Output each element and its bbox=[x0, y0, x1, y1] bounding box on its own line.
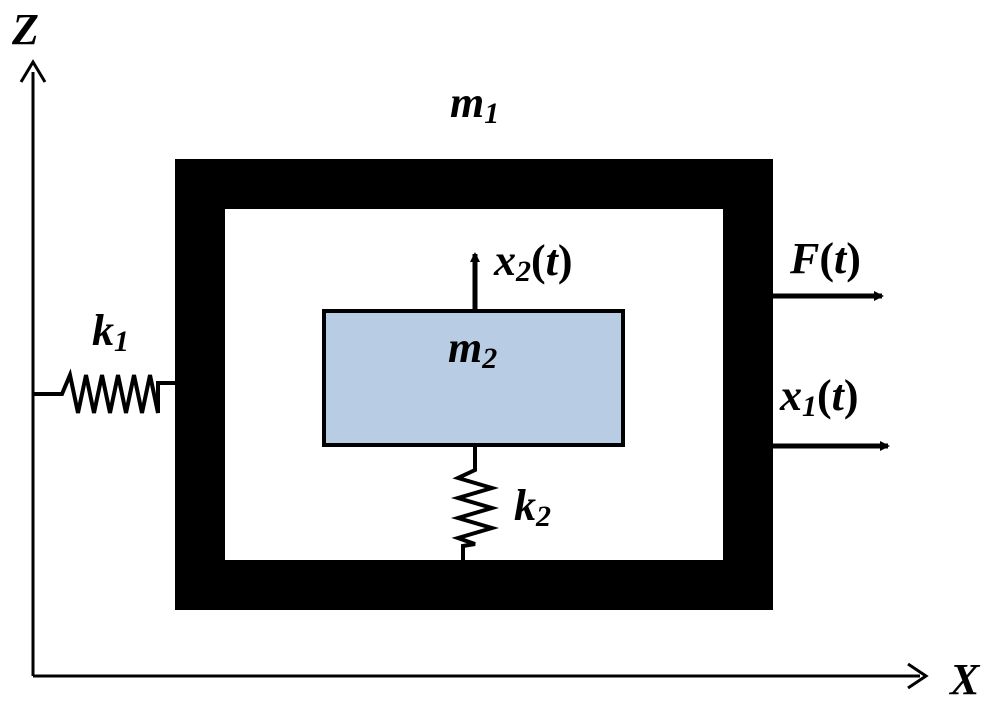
x-axis-label: X bbox=[948, 655, 981, 704]
z-axis-label: Z bbox=[11, 5, 39, 54]
outer-mass-frame bbox=[175, 159, 773, 610]
x-axis-arrowhead bbox=[907, 662, 929, 690]
x1-label: x1(t) bbox=[779, 371, 859, 423]
force-label: F(t) bbox=[789, 234, 861, 283]
z-axis-arrowhead bbox=[19, 59, 47, 83]
spring-k1 bbox=[33, 368, 175, 414]
spring-k2-label: k2 bbox=[514, 481, 551, 533]
inner-mass-label: m2 bbox=[448, 323, 497, 375]
x2-label: x2(t) bbox=[493, 236, 573, 288]
spring-k2 bbox=[450, 447, 500, 560]
inner-mass-block bbox=[322, 309, 625, 447]
outer-mass-label: m1 bbox=[450, 78, 499, 130]
spring-k1-label: k1 bbox=[92, 306, 129, 358]
